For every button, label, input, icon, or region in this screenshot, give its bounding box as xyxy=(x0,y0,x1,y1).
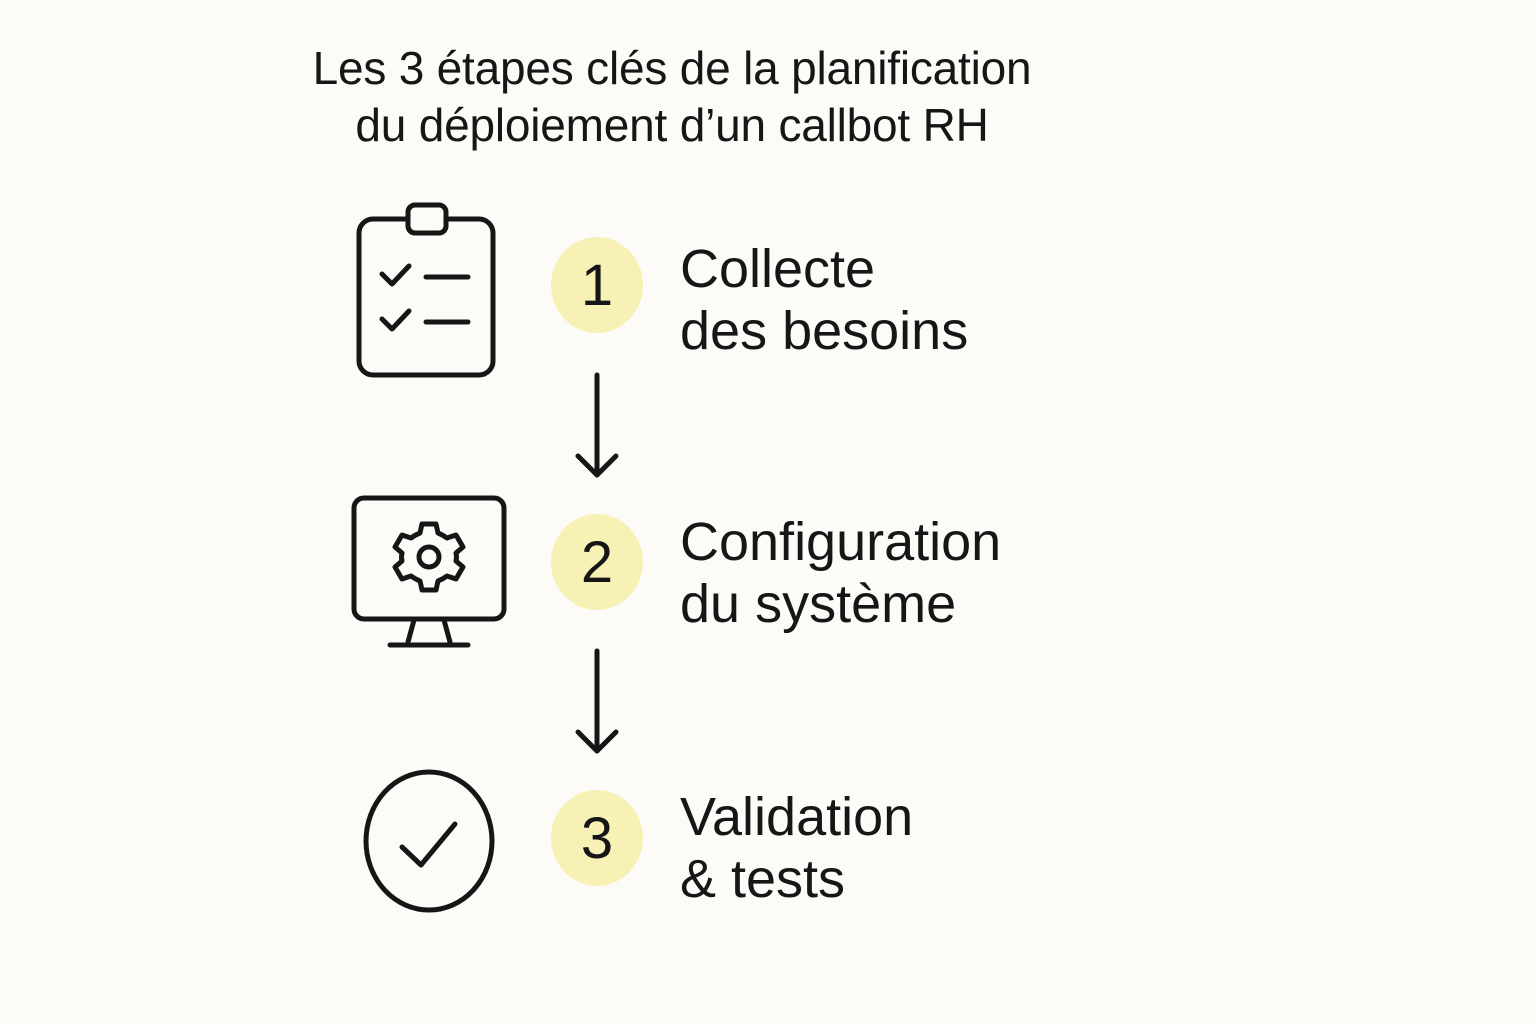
step-2-number-badge: 2 xyxy=(551,514,643,610)
step-2-label: Configuration du système xyxy=(680,511,1001,635)
step-3-label-line-2: & tests xyxy=(680,849,846,909)
step-2-label-line-1: Configuration xyxy=(680,512,1002,572)
step-1-number-badge: 1 xyxy=(551,237,643,333)
step-3-number-badge: 3 xyxy=(551,790,643,886)
diagram-title: Les 3 étapes clés de la planification du… xyxy=(232,40,1112,154)
step-1-label: Collecte des besoins xyxy=(680,238,968,362)
arrow-down-1 xyxy=(574,372,620,485)
step-3-label-line-1: Validation xyxy=(680,787,914,847)
title-line-1: Les 3 étapes clés de la planification xyxy=(312,42,1032,94)
check-circle-icon xyxy=(361,768,497,914)
title-line-2: du déploiement d’un callbot RH xyxy=(355,99,989,151)
clipboard-checklist-icon xyxy=(352,198,500,382)
monitor-gear-icon xyxy=(350,494,508,650)
step-1-label-line-1: Collecte xyxy=(680,239,876,299)
arrow-down-2 xyxy=(574,648,620,761)
step-1-label-line-2: des besoins xyxy=(680,301,969,361)
step-2-label-line-2: du système xyxy=(680,574,957,634)
step-3-label: Validation & tests xyxy=(680,786,913,910)
